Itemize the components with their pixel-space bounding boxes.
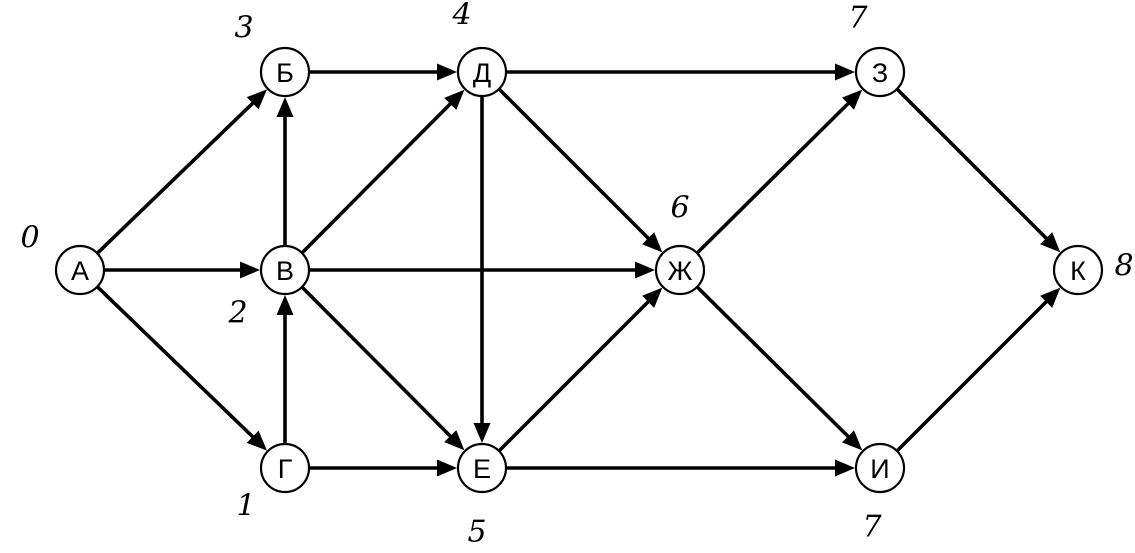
edge-a-to-b [96,89,268,255]
arrowhead [1040,232,1061,253]
arrowhead [842,89,863,110]
edge-e-to-i [506,459,855,477]
arrowhead [276,97,294,117]
node-circle [456,46,508,98]
node-number-a: 0 [20,221,39,256]
node-number-g: 1 [236,489,255,524]
arrowhead [444,430,465,451]
node-label: А [71,256,89,286]
arrowhead [437,63,457,81]
node-number-i: 7 [862,510,882,545]
node-number-z: 7 [848,1,868,36]
edge-z-to-k [895,87,1061,253]
node-e: Е [456,442,508,494]
edge-d-to-e [473,96,491,443]
arrowhead [642,232,663,253]
edge-v-to-d [300,89,465,255]
node-z: З [854,46,906,98]
node-number-zh: 6 [670,191,689,226]
node-number-e: 5 [467,515,486,550]
edge-i-to-k [895,287,1061,453]
node-circle [259,46,311,98]
edge-v-to-e [300,285,465,451]
edge-zh-to-i [695,285,863,451]
node-circle [654,244,706,296]
edge-line [300,285,453,439]
node-v: В [259,244,311,296]
numbers-layer: 0 3 2 1 4 5 6 7 7 8 [20,0,1133,550]
edge-a-to-g [96,285,268,451]
node-zh: Ж [654,244,706,296]
edge-line [895,299,1049,453]
edge-line [497,87,651,241]
arrowhead [1040,287,1061,308]
node-label: И [870,454,889,484]
arrowhead [276,295,294,315]
node-number-b: 3 [234,11,253,46]
node-circle [456,442,508,494]
node-number-d: 4 [451,0,471,33]
arrowhead [835,459,855,477]
edge-a-to-v [104,261,260,279]
edges-layer [96,63,1061,477]
node-circle [259,244,311,296]
node-label: Д [473,58,491,88]
edge-line [497,299,651,453]
edge-line [300,101,453,255]
node-number-v: 2 [227,296,247,331]
node-label: В [276,256,294,286]
edge-line [695,100,851,255]
arrowhead [246,430,268,451]
node-label: Ж [668,256,693,286]
edge-v-to-b [276,97,294,246]
edge-b-to-d [309,63,457,81]
arrowhead [246,89,268,110]
node-b: Б [259,46,311,98]
node-number-k: 8 [1114,249,1133,284]
node-circle [854,442,906,494]
arrowhead [444,89,465,110]
node-label: Е [473,454,491,484]
edge-v-to-zh [309,261,655,279]
edge-d-to-zh [497,87,663,253]
arrowhead [473,423,491,443]
arrowhead [842,430,863,451]
edge-g-to-v [276,295,294,444]
arrowhead [642,287,663,308]
edge-line [96,285,256,440]
node-circle [54,244,106,296]
edge-d-to-z [506,63,855,81]
node-circle [259,442,311,494]
edge-line [695,285,851,440]
edge-line [96,100,256,255]
node-label: Б [276,58,294,88]
node-d: Д [456,46,508,98]
node-circle [1052,244,1104,296]
edge-g-to-e [309,459,457,477]
node-circle [854,46,906,98]
edge-zh-to-z [695,89,863,255]
node-i: И [854,442,906,494]
edge-e-to-zh [497,287,663,453]
node-label: Г [278,454,293,484]
node-g: Г [259,442,311,494]
node-label: К [1070,256,1086,286]
node-a: А [54,244,106,296]
arrowhead [635,261,655,279]
nodes-layer: А Б В Г Д Е Ж З И К [54,46,1104,494]
edge-line [895,87,1049,241]
node-label: З [872,58,888,88]
arrowhead [437,459,457,477]
node-k: К [1052,244,1104,296]
arrowhead [240,261,260,279]
arrowhead [835,63,855,81]
